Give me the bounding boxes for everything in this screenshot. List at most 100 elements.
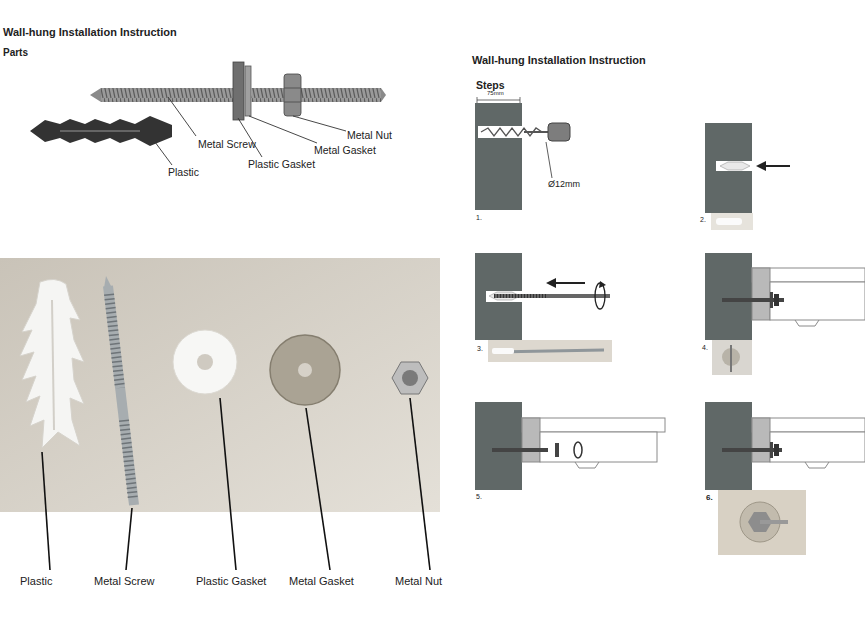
metal-nut-part (284, 74, 301, 116)
section-heading: Steps (476, 79, 505, 91)
cabinet-body (770, 432, 865, 462)
screw-thread (124, 420, 133, 500)
gasket (770, 442, 773, 458)
step-photo (488, 340, 612, 362)
cabinet-body (770, 282, 865, 320)
arrow-head (546, 278, 556, 288)
leader-line (152, 138, 172, 165)
cabinet-top (522, 418, 665, 432)
wall (705, 253, 752, 340)
part-label: Metal Nut (347, 129, 392, 141)
dimension-label: 75mm (487, 90, 504, 97)
leader-line (42, 452, 50, 570)
rod-end (381, 88, 386, 102)
arrow-head (756, 161, 766, 171)
metal-gasket-part (245, 66, 251, 116)
leader-line (306, 408, 330, 570)
photo-metal-gasket (270, 335, 340, 405)
drill-shank (524, 131, 548, 133)
gasket-hole (197, 354, 213, 370)
part-label: Metal Gasket (289, 575, 354, 588)
cabinet-back (522, 418, 540, 462)
step-number: 6. (706, 493, 713, 502)
step-photo (718, 490, 806, 555)
step-6-figure (705, 402, 865, 555)
dimension-label: Ø12mm (548, 179, 580, 189)
plastic-anchor (30, 116, 172, 146)
leader-line (293, 116, 346, 131)
part-label: Plastic Gasket (196, 575, 266, 588)
photo-ground (0, 258, 440, 512)
section-heading: Parts (3, 47, 28, 59)
part-label: Metal Nut (395, 575, 442, 588)
photo-screw (108, 286, 134, 505)
anchor-slit (52, 300, 54, 430)
step-1-figure (475, 97, 570, 210)
wall (475, 103, 522, 210)
photo-anchor (20, 279, 84, 448)
cabinet-notch (805, 462, 829, 468)
photo-nut (392, 362, 428, 394)
leader-line (220, 398, 236, 570)
plastic-gasket-part (233, 62, 244, 120)
arrow-line (762, 165, 790, 167)
screw-tip (104, 276, 112, 288)
cabinet-back (752, 418, 770, 462)
gasket (770, 292, 773, 308)
panel-title: Wall-hung Installation Instruction (472, 54, 646, 67)
step-2-figure (705, 123, 790, 230)
step-number: 3. (477, 345, 483, 353)
anchor-slit (60, 130, 140, 132)
step-4-figure (705, 253, 865, 375)
screw-tip (90, 88, 101, 102)
leader-line (168, 97, 196, 136)
cabinet-notch (575, 462, 599, 468)
photo-plastic-gasket (173, 330, 237, 394)
screw-rod (251, 88, 381, 102)
dimension-tick (477, 97, 478, 103)
wall (705, 123, 752, 213)
step-5-figure (475, 402, 665, 490)
dimension-line (477, 100, 520, 101)
step-photo (711, 213, 753, 230)
photo-leader-lines (42, 398, 430, 570)
anchor (720, 162, 750, 170)
parts-photo (0, 258, 440, 512)
nut (574, 442, 582, 458)
step-photo (712, 340, 752, 375)
rotation-head (599, 281, 606, 288)
wall (475, 402, 522, 490)
drill-hole (716, 161, 752, 171)
photo-anchor (492, 348, 514, 354)
part-label: Plastic Gasket (248, 158, 315, 170)
leader-line (238, 118, 262, 157)
gasket-hole (298, 363, 312, 377)
nut (774, 294, 779, 306)
part-label: Metal Screw (94, 575, 155, 588)
nut-edge (284, 102, 301, 103)
step-number: 4. (702, 344, 708, 352)
photo-anchor (716, 218, 742, 225)
cabinet-notch (795, 320, 819, 326)
step-number: 2. (700, 216, 706, 224)
screw-thread (101, 88, 233, 102)
leader-line (546, 142, 552, 178)
step-3-figure (475, 253, 612, 362)
leader-line (410, 398, 430, 570)
screw (492, 448, 548, 452)
nut-hole (402, 370, 418, 386)
part-label: Metal Screw (198, 138, 256, 150)
nut (774, 444, 779, 456)
step-number: 5. (476, 493, 482, 501)
nut-edge (284, 88, 301, 89)
drill-chuck (548, 123, 570, 141)
wall (705, 402, 752, 490)
part-label: Metal Gasket (314, 144, 376, 156)
screw-thread (109, 294, 120, 388)
step-number: 1. (476, 214, 482, 222)
cabinet-back (752, 268, 770, 320)
anchor-drawing (30, 62, 386, 146)
screw (494, 294, 610, 298)
